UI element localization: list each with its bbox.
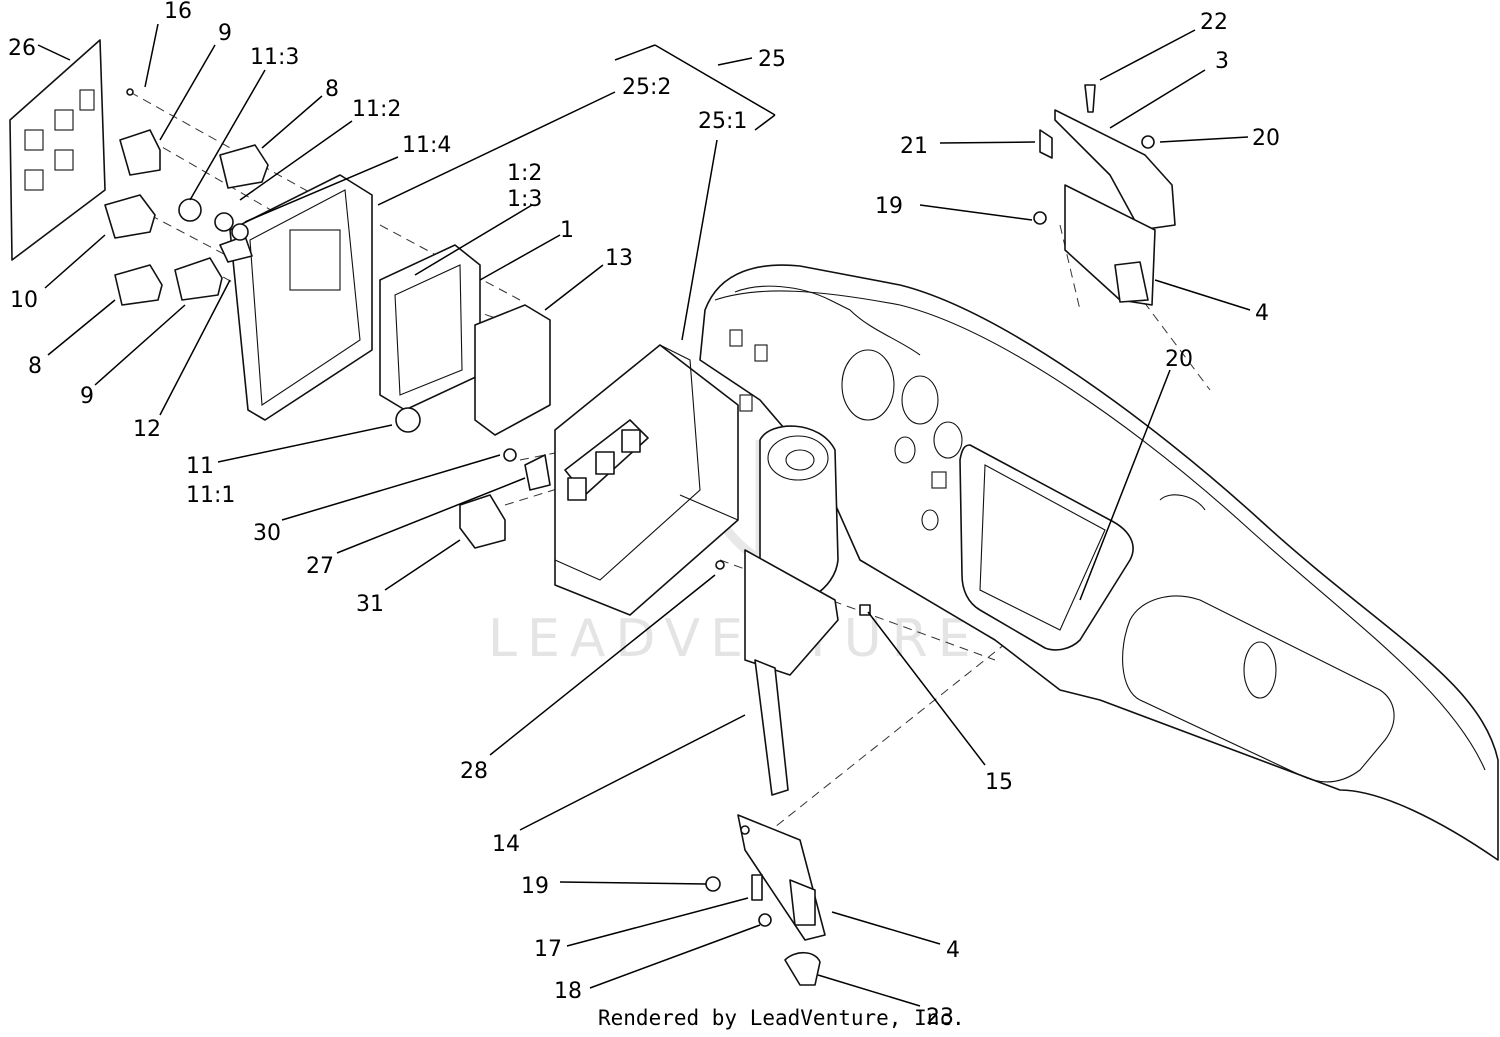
key-switch-11	[126, 88, 421, 433]
callout-14: 14	[492, 832, 520, 857]
callout-13: 13	[605, 246, 633, 271]
callout-9-low: 9	[80, 384, 94, 409]
fuse-parts-27-30-31	[459, 448, 871, 616]
callout-25: 25	[758, 47, 786, 72]
callout-25-2: 25:2	[622, 75, 671, 100]
callout-8-low: 8	[28, 354, 42, 379]
cover-1-13	[379, 244, 551, 436]
callout-19-low: 19	[521, 874, 549, 899]
rocker-switches	[104, 129, 269, 306]
callout-31: 31	[356, 592, 384, 617]
callout-22: 22	[1200, 10, 1228, 35]
callout-4-low: 4	[946, 938, 960, 963]
callout-30: 30	[253, 521, 281, 546]
callout-26: 26	[8, 36, 36, 61]
callout-11-4: 11:4	[402, 133, 451, 158]
dash-panel	[699, 264, 1499, 861]
knob-23	[784, 951, 821, 986]
callout-1-2: 1:2	[507, 161, 542, 186]
callout-28: 28	[460, 759, 488, 784]
callout-8-top: 8	[325, 77, 339, 102]
callout-1-3: 1:3	[507, 187, 542, 212]
callout-16: 16	[164, 0, 192, 24]
callout-21: 21	[900, 134, 928, 159]
render-credit: Rendered by LeadVenture, Inc.	[598, 1006, 965, 1030]
bracket-14	[744, 549, 839, 796]
fuse-box-25	[554, 344, 739, 616]
callout-17: 17	[534, 937, 562, 962]
callout-11-2: 11:2	[352, 97, 401, 122]
callout-25-1: 25:1	[698, 109, 747, 134]
callout-20-top: 20	[1252, 126, 1280, 151]
bracket-3	[1039, 84, 1176, 231]
callout-11: 11	[186, 454, 214, 479]
bracket-4-upper	[1033, 184, 1156, 306]
leader-lines	[37, 23, 1251, 1007]
callout-18: 18	[554, 979, 582, 1004]
bracket-4-lower	[737, 814, 826, 941]
callout-19-top: 19	[875, 194, 903, 219]
callout-11-1: 11:1	[186, 483, 235, 508]
callout-labels: 26 16 9 11:3 8 11:2 11:4 25 25:2 25:1 1:…	[8, 0, 1280, 1030]
callout-12: 12	[133, 417, 161, 442]
switch-bezel-26	[9, 39, 106, 261]
callout-4-top: 4	[1255, 301, 1269, 326]
callout-11-3: 11:3	[250, 45, 299, 70]
switch-panel-12	[229, 174, 373, 421]
callout-9-top: 9	[218, 21, 232, 46]
watermark-text: LEADVENTURE	[488, 609, 981, 669]
callout-23: 23	[926, 1005, 954, 1030]
callout-15: 15	[985, 770, 1013, 795]
callout-20-mid: 20	[1165, 347, 1193, 372]
callout-1: 1	[560, 218, 574, 243]
callout-27: 27	[306, 554, 334, 579]
callout-10: 10	[10, 288, 38, 313]
callout-3: 3	[1215, 49, 1229, 74]
